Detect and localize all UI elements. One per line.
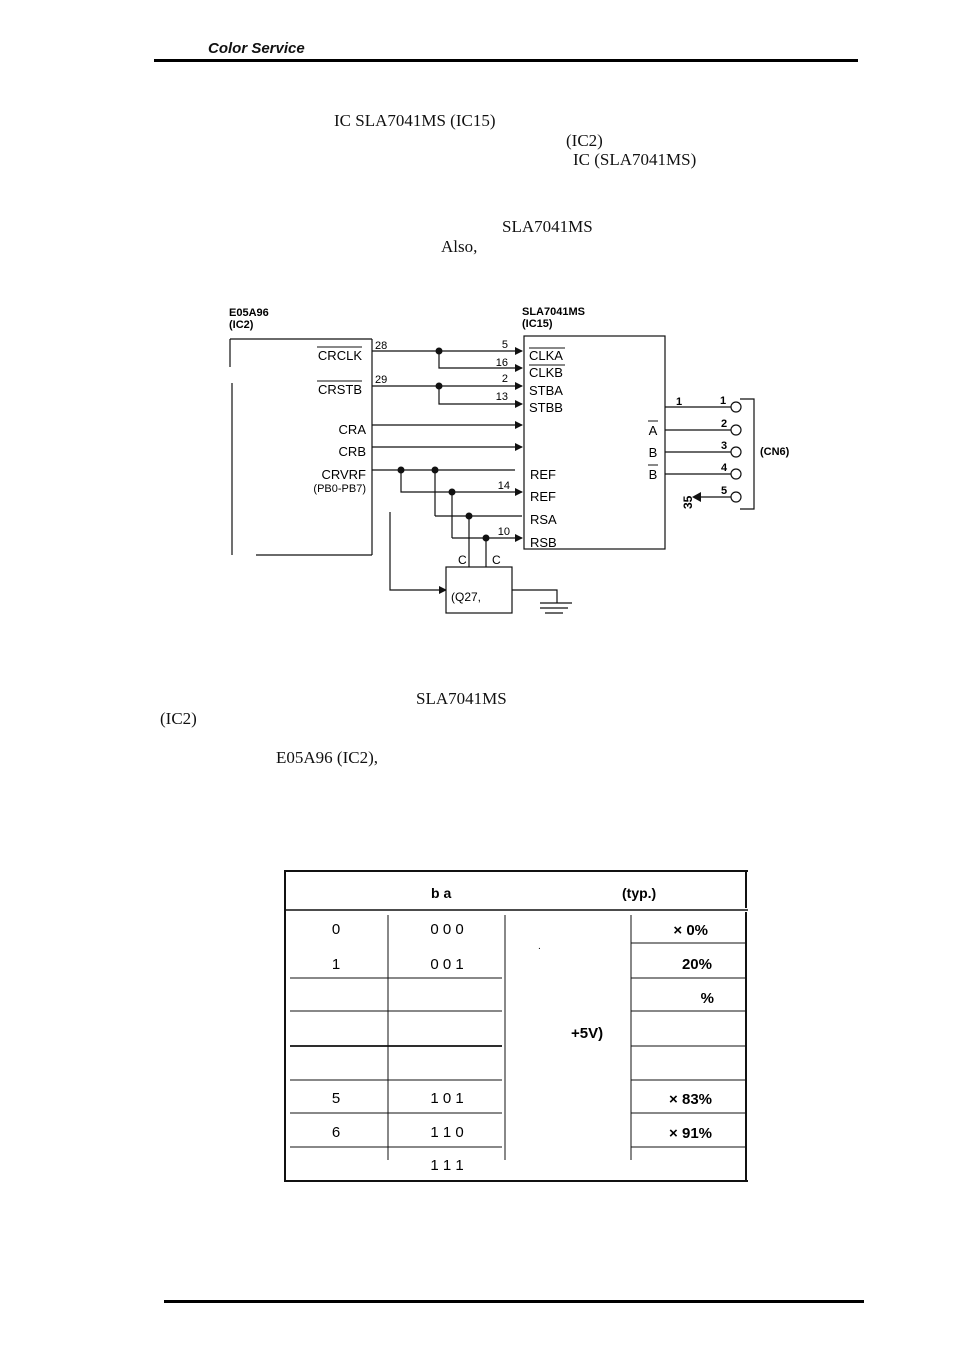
table-cell-val: % — [701, 990, 714, 1007]
supply-label: 35 — [681, 495, 695, 509]
wiring — [372, 347, 755, 614]
cn6-pin-5: 5 — [721, 485, 727, 497]
table-cell-n: 0 — [332, 921, 340, 938]
signal-crstb: CRSTB — [318, 382, 362, 397]
supply-arrow — [692, 492, 701, 502]
cn6-pin-4: 4 — [721, 462, 728, 474]
table-middle-dot: . — [538, 941, 541, 952]
ic15-input-stbb: STBB — [529, 400, 563, 415]
junction-dots — [397, 347, 490, 542]
out-pin-1: 1 — [676, 396, 682, 408]
header-rule — [154, 59, 858, 62]
table-cell-bits: 0 0 1 — [430, 956, 463, 973]
ic15-input-rsa: RSA — [530, 512, 557, 527]
table-cell-n: 5 — [332, 1090, 340, 1107]
cn6-pin-1: 1 — [720, 395, 726, 407]
body-text-line: IC SLA7041MS (IC15) — [334, 111, 496, 130]
ic2-ref: (IC2) — [229, 319, 254, 331]
pin-16: 16 — [496, 357, 508, 369]
signal-crvrf: CRVRF — [321, 467, 366, 482]
table-cell-val: 20% — [682, 956, 712, 973]
ic15-input-ref: REF — [530, 467, 556, 482]
body-text-line: (IC2) — [160, 709, 197, 728]
pin-13: 13 — [496, 391, 508, 403]
pin-5: 5 — [502, 339, 508, 351]
body-text-line: IC (SLA7041MS) — [573, 150, 697, 169]
ic2-name: E05A96 — [229, 307, 269, 319]
footer-rule — [164, 1300, 864, 1303]
body-text-line: SLA7041MS — [502, 217, 593, 236]
transistor-label: (Q27, — [451, 590, 481, 604]
cap-label: C — [492, 553, 501, 567]
table-cell-bits: 1 1 1 — [430, 1157, 463, 1174]
transistor-box — [445, 566, 513, 614]
ic15-output-b-bar: B — [649, 467, 658, 482]
pin-28: 28 — [375, 340, 387, 352]
ic15-ref: (IC15) — [522, 318, 553, 330]
pin-29: 29 — [375, 374, 387, 386]
header-title: Color Service — [208, 40, 305, 57]
signal-pb0-pb7: (PB0-PB7) — [313, 483, 366, 495]
pin-10: 10 — [498, 526, 510, 538]
ic15-name: SLA7041MS — [522, 306, 585, 318]
table-middle-note: +5V) — [571, 1025, 603, 1042]
table-cell-bits: 1 0 1 — [430, 1090, 463, 1107]
cn6-pin-2: 2 — [721, 418, 727, 430]
current-table: b a (typ.) 0 0 0 0 1 0 0 1 5 1 0 1 6 1 1… — [284, 870, 748, 1182]
table-cell-bits: 1 1 0 — [430, 1124, 463, 1141]
table-cell-bits: 0 0 0 — [430, 921, 463, 938]
body-text-line: (IC2) — [566, 131, 603, 150]
ic15-input-clkb: CLKB — [529, 365, 563, 380]
pin-2: 2 — [502, 373, 508, 385]
cn6-pin-3: 3 — [721, 440, 727, 452]
ic15-input-rsb: RSB — [530, 535, 557, 550]
signal-crb: CRB — [339, 444, 366, 459]
body-text-line: Also, — [441, 237, 478, 256]
table-cell-val: × 91% — [669, 1125, 712, 1142]
table-grid — [284, 870, 748, 1182]
table-cell-val: × 0% — [673, 922, 708, 939]
ic15-input-clka: CLKA — [529, 348, 563, 363]
signal-crclk: CRCLK — [318, 348, 362, 363]
table-header-bits: b a — [431, 885, 451, 901]
ic15-box — [523, 335, 666, 550]
cap-label: C — [458, 553, 467, 567]
signal-cra: CRA — [339, 422, 367, 437]
connector-label: (CN6) — [760, 446, 790, 458]
table-header-typ: (typ.) — [622, 885, 656, 901]
circuit-diagram: E05A96 (IC2) CRCLK CRSTB CRA CRB CRVRF (… — [229, 306, 790, 614]
connector-pins — [730, 401, 742, 503]
ic15-input-stba: STBA — [529, 383, 563, 398]
ic15-output-a-bar: A — [649, 423, 658, 438]
table-cell-val: × 83% — [669, 1091, 712, 1108]
table-cell-n: 1 — [332, 956, 340, 973]
table-cell-n: 6 — [332, 1124, 340, 1141]
ic15-output-b: B — [649, 445, 658, 460]
body-text-line: E05A96 (IC2), — [276, 748, 378, 767]
pin-14: 14 — [498, 480, 510, 492]
ic15-input-ref: REF — [530, 489, 556, 504]
body-text-line: SLA7041MS — [416, 689, 507, 708]
